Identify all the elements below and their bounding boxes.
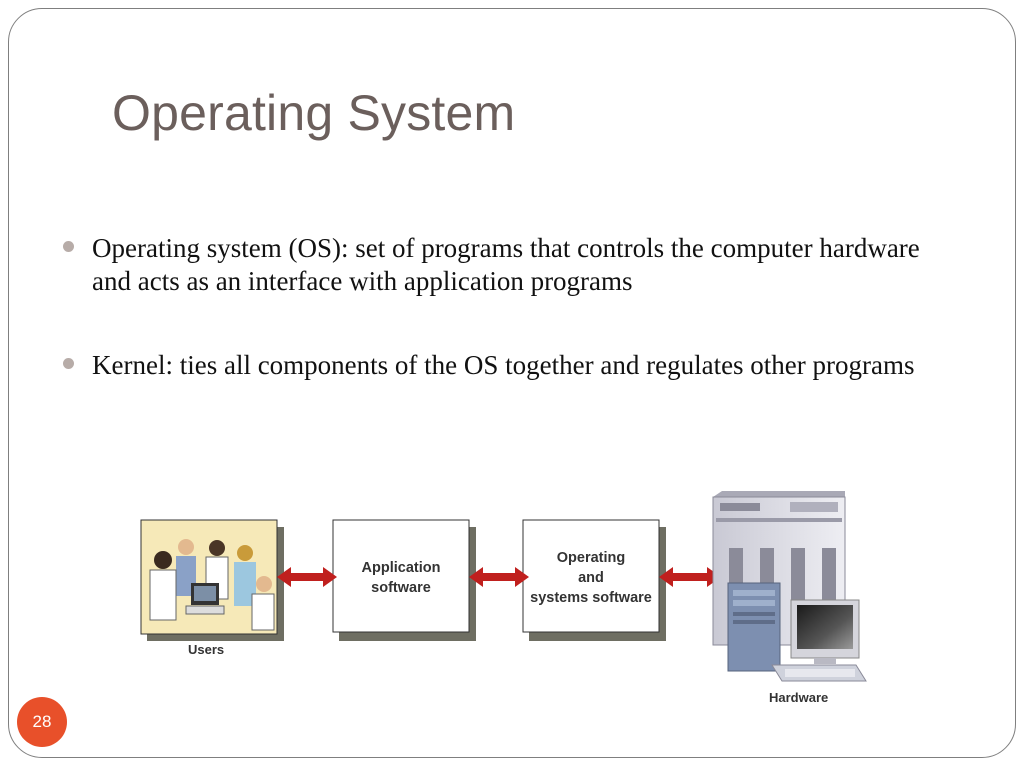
arrows — [277, 567, 721, 587]
page-number-badge: 28 — [17, 697, 67, 747]
os-box-label: Operating and systems software — [523, 548, 659, 608]
bullet-kernel-definition: Kernel: ties all components of the OS to… — [62, 349, 962, 382]
users-caption: Users — [188, 642, 225, 657]
app-label-line: Application — [361, 560, 441, 576]
bullet-text: Operating system (OS): set of programs t… — [92, 233, 920, 296]
os-label-line: systems software — [530, 590, 652, 606]
hardware-illustration — [712, 491, 867, 682]
operating-systems-software-box — [522, 519, 666, 641]
bullet-list: Operating system (OS): set of programs t… — [62, 232, 962, 433]
users-illustration — [140, 519, 284, 641]
hardware-caption: Hardware — [769, 690, 829, 705]
bullet-dot-icon — [63, 241, 74, 252]
application-box-label: Application software — [333, 558, 469, 598]
double-arrow-icon — [659, 567, 721, 587]
os-label-line: and — [578, 570, 604, 586]
os-label-line: Operating — [556, 550, 626, 566]
slide-title: Operating System — [112, 85, 516, 141]
app-label-line: software — [371, 580, 431, 596]
bullet-dot-icon — [63, 358, 74, 369]
double-arrow-icon — [277, 567, 337, 587]
bullet-text: Kernel: ties all components of the OS to… — [92, 350, 915, 380]
application-software-box — [332, 519, 476, 641]
double-arrow-icon — [469, 567, 529, 587]
bullet-os-definition: Operating system (OS): set of programs t… — [62, 232, 962, 298]
